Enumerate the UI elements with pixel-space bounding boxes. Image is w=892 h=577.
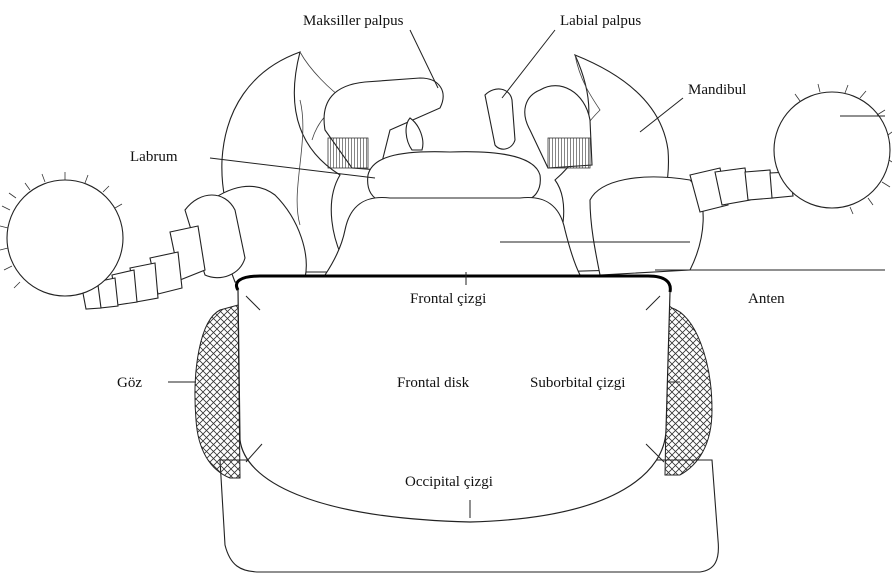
right-gena [590, 177, 703, 275]
left-eye [195, 305, 240, 478]
label-labrum: Labrum [130, 149, 178, 165]
label-eye: Göz [117, 375, 142, 391]
labrum [368, 152, 541, 202]
clypeus [325, 197, 580, 275]
label-labial-palp: Labial palpus [560, 13, 641, 29]
label-mandible: Mandibul [688, 82, 746, 98]
left-labial-palp [406, 118, 423, 150]
right-labial-palp [485, 89, 515, 149]
label-antenna: Anten [748, 291, 785, 307]
label-suborbital-line: Suborbital çizgi [530, 375, 625, 391]
right-palp-hatch [548, 138, 590, 168]
left-antenna [0, 172, 245, 309]
label-maxillary-palp: Maksiller palpus [303, 13, 404, 29]
label-frontal-line: Frontal çizgi [410, 291, 486, 307]
left-palp-hatch [328, 138, 368, 168]
label-frontal-disk: Frontal disk [397, 375, 470, 391]
right-eye [665, 305, 712, 475]
right-antenna [690, 84, 892, 214]
label-occipital-line: Occipital çizgi [405, 474, 493, 490]
